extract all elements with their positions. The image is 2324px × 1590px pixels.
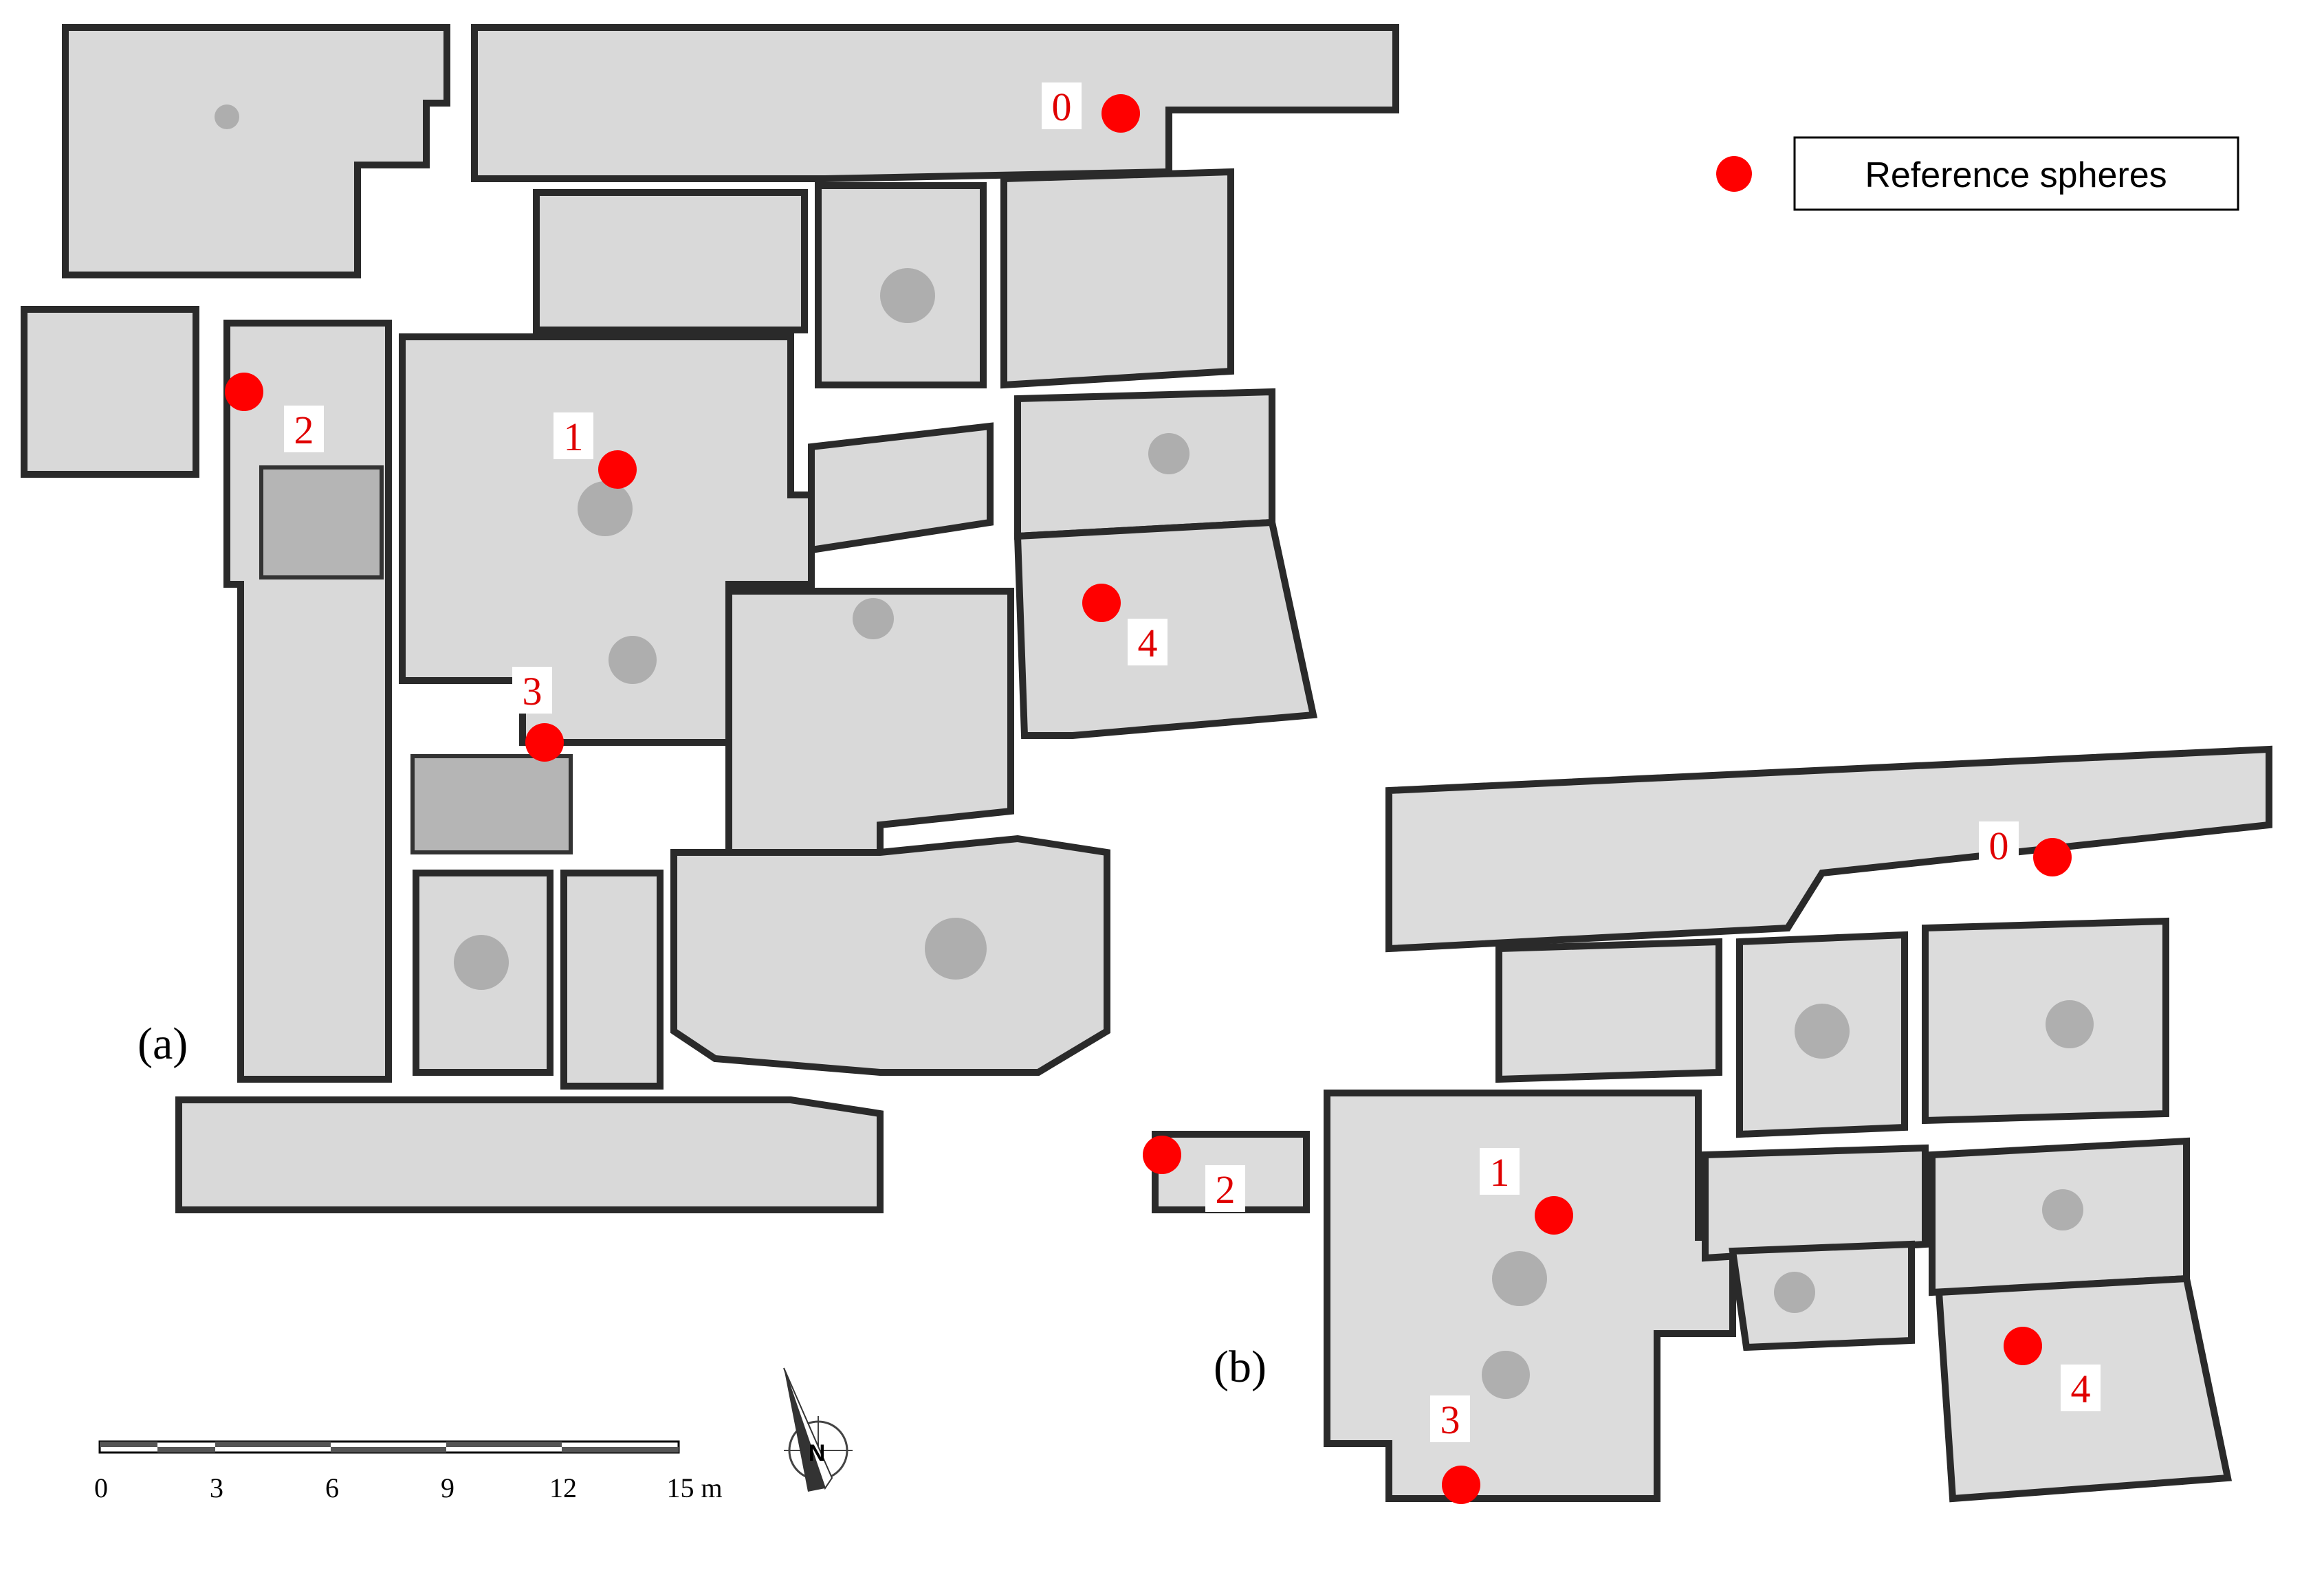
plan-a-room-east-upper [1014, 388, 1275, 540]
plan-a-room-small-dark [410, 754, 573, 854]
sphere-a-4-label: 4 [1138, 621, 1158, 665]
legend-box [1793, 136, 2239, 211]
scale-tick-0: 0 [94, 1472, 108, 1503]
sphere-b-4: 4 [2004, 1327, 2101, 1411]
plan-b-street-north [1385, 745, 2272, 953]
sphere-b-1-marker [1535, 1196, 1573, 1235]
plan-b-room-center [1729, 1240, 1915, 1351]
spheres-b: 0 1 2 3 4 [1143, 821, 2101, 1504]
plan-a-room-southeast [670, 835, 1110, 1076]
sphere-b-3-marker [1442, 1466, 1480, 1504]
scale-tick-9: 9 [441, 1472, 454, 1503]
sphere-b-0-marker [2033, 838, 2072, 876]
scale-tick-6: 6 [325, 1472, 339, 1503]
sphere-a-0-label: 0 [1052, 85, 1072, 129]
sphere-a-3: 3 [512, 667, 564, 762]
sphere-a-3-label: 3 [523, 669, 542, 714]
plan-a-street-south [175, 1096, 884, 1213]
plan-a-street-north [471, 24, 1399, 182]
legend-marker [1716, 156, 1752, 192]
sphere-b-1: 1 [1480, 1148, 1573, 1235]
sphere-a-1: 1 [553, 412, 637, 489]
sphere-b-0: 0 [1979, 821, 2072, 876]
plan-a-room-north-1 [533, 189, 808, 333]
sphere-a-4-marker [1082, 584, 1121, 622]
sphere-b-3: 3 [1430, 1395, 1480, 1504]
plan-a-room-south-mid [560, 870, 664, 1090]
plan-a-room-west-dark [259, 465, 384, 579]
plan-a-atrium [399, 333, 815, 746]
spheres-a: 0 1 2 3 4 [225, 82, 1168, 762]
plan-b-debris [1482, 1000, 2094, 1399]
plan-a [21, 24, 1399, 1213]
sphere-a-2: 2 [225, 373, 324, 452]
sphere-b-4-label: 4 [2071, 1367, 2091, 1411]
plan-b-room-north-3 [1922, 917, 2169, 1125]
legend-label: Reference spheres [1865, 155, 2167, 195]
panel-label-a: (a) [138, 1019, 188, 1069]
sphere-b-2-marker [1143, 1136, 1181, 1174]
sphere-b-4-marker [2004, 1327, 2042, 1365]
scale-tick-15: 15 m [666, 1472, 722, 1503]
plan-a-debris [215, 104, 1190, 990]
sphere-b-3-label: 3 [1440, 1398, 1460, 1442]
sphere-b-2-label: 2 [1216, 1167, 1236, 1212]
north-arrow-icon: N [783, 1367, 853, 1492]
plan-a-room-west [21, 306, 199, 478]
plan-b-room-north-1 [1495, 938, 1722, 1083]
scale-tick-3: 3 [210, 1472, 223, 1503]
sphere-a-1-label: 1 [564, 415, 584, 459]
north-arrow-letter: N [809, 1440, 826, 1466]
sphere-a-0: 0 [1042, 82, 1140, 133]
sphere-a-3-marker [525, 723, 564, 762]
sphere-b-1-label: 1 [1490, 1150, 1510, 1195]
plan-b [1152, 745, 2272, 1503]
sphere-b-0-label: 0 [1989, 824, 2009, 868]
panel-label-b: (b) [1214, 1342, 1267, 1392]
sphere-a-1-marker [598, 450, 637, 489]
plan-a-corridor-east [808, 422, 994, 554]
sphere-a-2-label: 2 [294, 408, 314, 452]
scale-bar: 0 3 6 9 12 15 m [94, 1440, 723, 1503]
sphere-a-0-marker [1101, 94, 1140, 133]
plan-a-room-north-3 [1000, 168, 1234, 389]
legend: Reference spheres [1716, 136, 2239, 211]
sphere-a-2-marker [225, 373, 263, 411]
plan-a-room-nw [62, 24, 450, 278]
sphere-b-2: 2 [1143, 1136, 1245, 1212]
sphere-a-4: 4 [1082, 584, 1168, 665]
plan-b-corridor [1702, 1144, 1929, 1262]
scale-tick-12: 12 [549, 1472, 577, 1503]
